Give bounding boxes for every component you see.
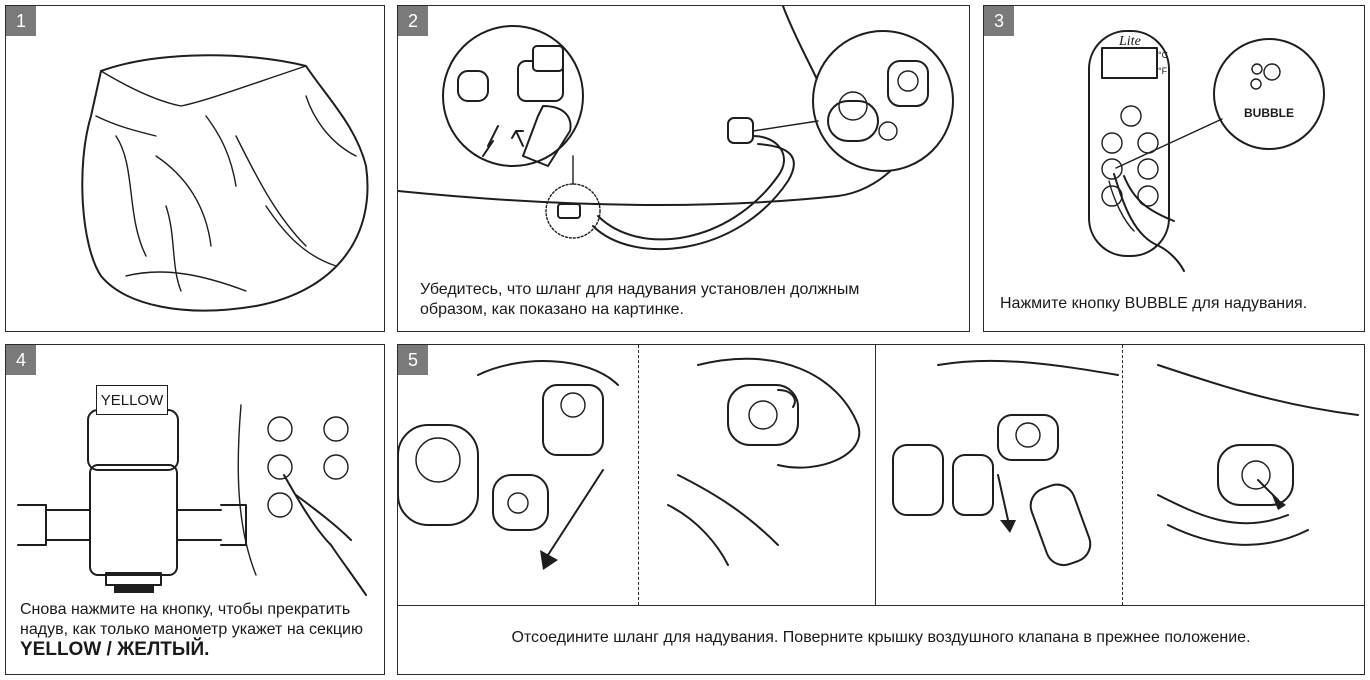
step-number: 2 (398, 6, 428, 36)
step-4-panel: 4 YELLOW Снова нажмите на кнопку, чтобы … (5, 344, 385, 675)
step-number: 4 (6, 345, 36, 375)
gauge-label-box: YELLOW (96, 385, 168, 415)
step-5-caption: Отсоедините шланг для надувания. Поверни… (398, 628, 1364, 648)
caption-prefix: Снова нажмите на кнопку, чтобы прекратит… (20, 601, 363, 638)
remote-logo: Lite (1119, 34, 1141, 50)
step-number: 3 (984, 6, 1014, 36)
caption-bold: YELLOW / ЖЕЛТЫЙ. (20, 639, 209, 660)
step-1-panel: 1 (5, 5, 385, 332)
step-2-panel: 2 Убедитесь, что шланг для надувания уст… (397, 5, 970, 332)
remote-control-illustration (984, 6, 1365, 332)
step-3-caption: Нажмите кнопку BUBBLE для надувания. (1000, 294, 1360, 314)
disconnect-hose-illustrations (398, 345, 1365, 605)
step-2-caption: Убедитесь, что шланг для надувания устан… (420, 280, 920, 320)
step-5-panel: 5 Отсоедин (397, 344, 1365, 675)
deflated-spa-illustration (6, 6, 385, 332)
fahrenheit-label: °F (1158, 66, 1167, 76)
step-3-panel: 3 Lite °C °F BUBBLE Нажмите кнопку BUBBL… (983, 5, 1365, 332)
celsius-label: °C (1158, 50, 1168, 60)
step-number: 1 (6, 6, 36, 36)
step-4-caption: Снова нажмите на кнопку, чтобы прекратит… (20, 600, 380, 661)
caption-separator (398, 605, 1364, 606)
step-number: 5 (398, 345, 428, 375)
bubble-label: BUBBLE (1244, 106, 1294, 120)
